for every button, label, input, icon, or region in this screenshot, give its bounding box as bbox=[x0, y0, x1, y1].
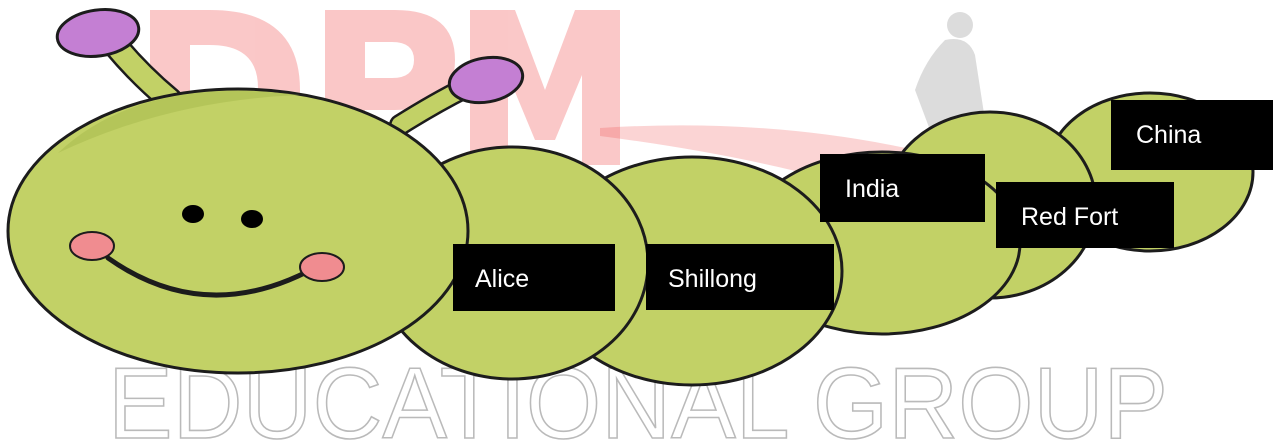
label-china: China bbox=[1111, 100, 1273, 170]
antenna-left-tip bbox=[55, 8, 141, 58]
eye-left bbox=[182, 205, 204, 223]
cheek-left bbox=[69, 231, 115, 261]
eye-right bbox=[241, 210, 263, 228]
antenna-right-tip bbox=[447, 55, 525, 105]
label-shillong: Shillong bbox=[646, 244, 834, 310]
cheek-right bbox=[299, 252, 345, 282]
smile bbox=[105, 255, 328, 298]
label-alice: Alice bbox=[453, 244, 615, 311]
label-india: India bbox=[820, 154, 985, 222]
antenna-right bbox=[389, 55, 525, 136]
label-red-fort: Red Fort bbox=[996, 182, 1174, 248]
caterpillar-head bbox=[6, 87, 470, 375]
